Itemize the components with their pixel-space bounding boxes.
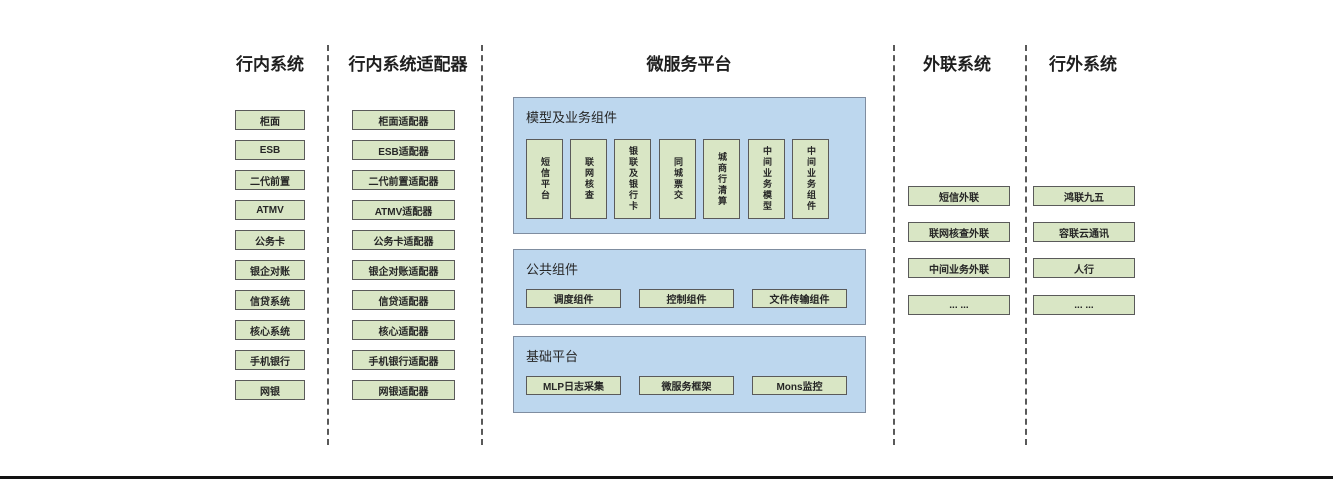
adapter-node: 核心适配器 <box>352 320 455 340</box>
model-component-node: 同城票交 <box>659 139 696 219</box>
base-platform-panel: 基础平台 MLP日志采集 微服务框架 Mons监控 <box>513 336 866 413</box>
adapter-node: ESB适配器 <box>352 140 455 160</box>
adapter-node: 二代前置适配器 <box>352 170 455 190</box>
adapter-node: ATMV适配器 <box>352 200 455 220</box>
column-title-internal-adapters: 行内系统适配器 <box>348 55 468 74</box>
internal-system-node: 核心系统 <box>235 320 305 340</box>
external-link-node: 中间业务外联 <box>908 258 1010 278</box>
model-components-panel: 模型及业务组件 短信平台 联网核查 银联及银行卡 同城票交 城商行清算 中间业务… <box>513 97 866 234</box>
column-title-outside-systems: 行外系统 <box>1049 55 1117 74</box>
common-components-panel: 公共组件 调度组件 控制组件 文件传输组件 <box>513 249 866 325</box>
adapter-node: 银企对账适配器 <box>352 260 455 280</box>
common-component-node: 调度组件 <box>526 289 621 308</box>
common-component-node: 控制组件 <box>639 289 734 308</box>
panel-label-model-components: 模型及业务组件 <box>526 110 618 125</box>
column-divider-2 <box>481 45 483 445</box>
column-divider-3 <box>893 45 895 445</box>
base-platform-node: MLP日志采集 <box>526 376 621 395</box>
outside-system-node: 鸿联九五 <box>1033 186 1135 206</box>
internal-system-node: 网银 <box>235 380 305 400</box>
panel-label-common-components: 公共组件 <box>526 262 579 277</box>
outside-system-node: 容联云通讯 <box>1033 222 1135 242</box>
external-link-node-more: ... ... <box>908 295 1010 315</box>
column-title-microservice-platform: 微服务平台 <box>646 55 732 74</box>
internal-system-node: 公务卡 <box>235 230 305 250</box>
base-platform-node: Mons监控 <box>752 376 847 395</box>
bottom-border-line <box>0 476 1333 479</box>
internal-system-node: 手机银行 <box>235 350 305 370</box>
adapter-node: 网银适配器 <box>352 380 455 400</box>
model-component-node: 中间业务模型 <box>748 139 785 219</box>
common-component-node: 文件传输组件 <box>752 289 847 308</box>
panel-label-base-platform: 基础平台 <box>526 349 579 364</box>
outside-system-node-more: ... ... <box>1033 295 1135 315</box>
model-component-node: 城商行清算 <box>703 139 740 219</box>
column-title-external-link-systems: 外联系统 <box>923 55 991 74</box>
base-platform-node: 微服务框架 <box>639 376 734 395</box>
adapter-node: 公务卡适配器 <box>352 230 455 250</box>
model-component-node: 中间业务组件 <box>792 139 829 219</box>
external-link-node: 短信外联 <box>908 186 1010 206</box>
column-divider-1 <box>327 45 329 445</box>
internal-system-node: 柜面 <box>235 110 305 130</box>
external-link-node: 联网核查外联 <box>908 222 1010 242</box>
adapter-node: 信贷适配器 <box>352 290 455 310</box>
internal-system-node: ESB <box>235 140 305 160</box>
adapter-node: 手机银行适配器 <box>352 350 455 370</box>
internal-system-node: 信贷系统 <box>235 290 305 310</box>
adapter-node: 柜面适配器 <box>352 110 455 130</box>
internal-system-node: ATMV <box>235 200 305 220</box>
internal-system-node: 银企对账 <box>235 260 305 280</box>
internal-system-node: 二代前置 <box>235 170 305 190</box>
outside-system-node: 人行 <box>1033 258 1135 278</box>
column-title-internal-systems: 行内系统 <box>236 55 304 74</box>
model-component-node: 银联及银行卡 <box>614 139 651 219</box>
column-divider-4 <box>1025 45 1027 445</box>
model-component-node: 短信平台 <box>526 139 563 219</box>
model-component-node: 联网核查 <box>570 139 607 219</box>
